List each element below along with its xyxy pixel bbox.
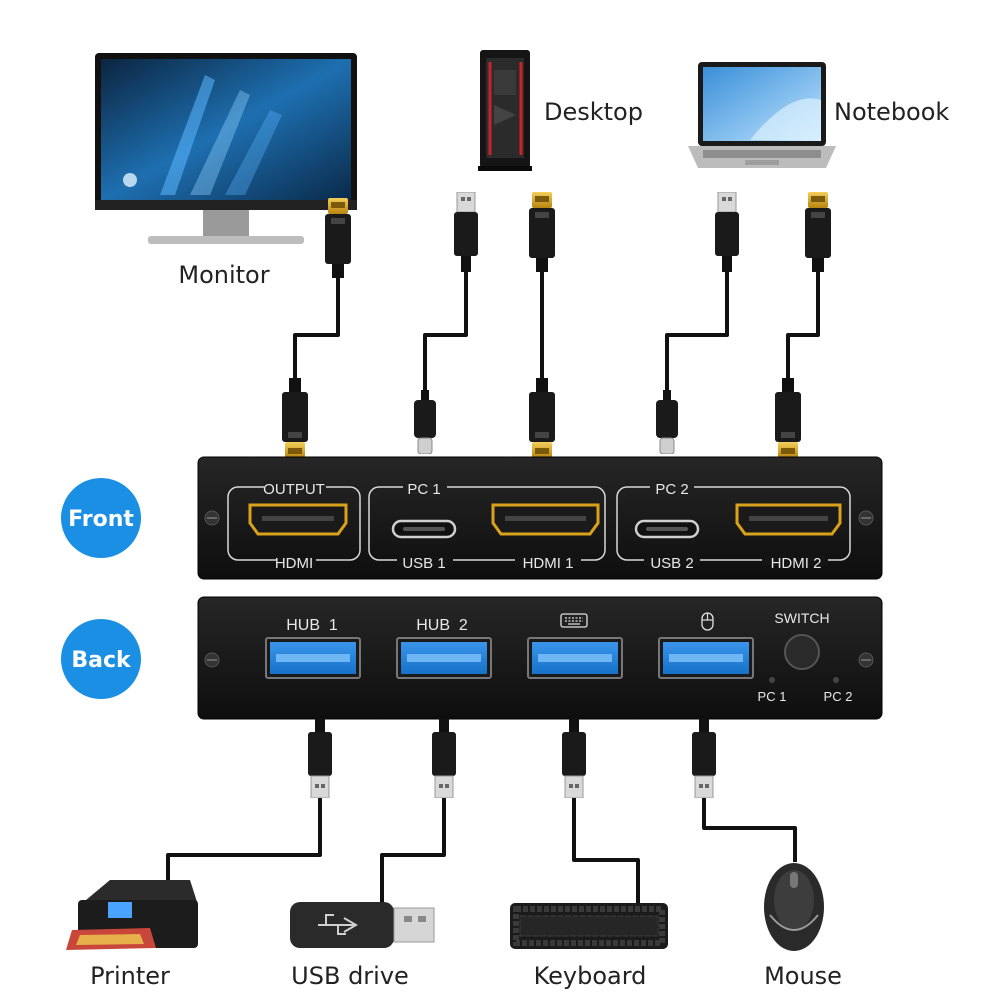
desktop-illustration xyxy=(478,50,532,171)
keyboard-usb-plug xyxy=(562,718,586,798)
mouse-cable xyxy=(702,795,797,862)
hub2-usb-port xyxy=(396,637,492,679)
notebook-hdmi-plug xyxy=(805,192,831,272)
monitor-hdmi-cable xyxy=(293,272,340,385)
cables xyxy=(166,262,820,915)
switch-button[interactable] xyxy=(784,634,820,670)
back-panel: HUB 1 HUB 2 xyxy=(197,596,883,720)
mouse-label: Mouse xyxy=(764,962,842,990)
keyboard-icon xyxy=(560,613,588,628)
pc1-hdmi-label: HDMI 1 xyxy=(523,555,574,572)
front-badge-label: Front xyxy=(68,507,134,532)
output-label: OUTPUT xyxy=(263,481,325,498)
front-badge: Front xyxy=(61,478,141,558)
back-badge: Back xyxy=(61,619,141,699)
led-pc1-label: PC 1 xyxy=(758,689,787,704)
usb1-typec-plug xyxy=(414,390,436,454)
mouse-icon xyxy=(701,612,714,631)
top-connectors xyxy=(282,192,831,458)
hub1-usb-port xyxy=(265,637,361,679)
usb-drive-illustration xyxy=(290,902,435,948)
hub1-label: HUB 1 xyxy=(286,617,338,634)
pc2-usb-label: USB 2 xyxy=(650,555,693,572)
printer-label: Printer xyxy=(90,962,170,990)
hdmi2-plug xyxy=(775,378,801,458)
notebook-label: Notebook xyxy=(834,98,949,126)
led-pc2-label: PC 2 xyxy=(824,689,853,704)
monitor-label: Monitor xyxy=(178,261,269,289)
usb-drive-label: USB drive xyxy=(291,962,409,990)
pc2-hdmi-label: HDMI 2 xyxy=(771,555,822,572)
output-hdmi-plug xyxy=(282,378,308,458)
usb2-typec-plug xyxy=(656,390,678,454)
printer-usb-cable xyxy=(166,795,322,885)
mouse-usb-port xyxy=(658,637,754,679)
notebook-usb-cable xyxy=(665,262,729,395)
desktop-usb-plug xyxy=(454,192,478,272)
desktop-usb-cable xyxy=(423,262,468,395)
notebook-usb-plug xyxy=(715,192,739,272)
usb-drive-plug xyxy=(432,718,456,798)
printer-illustration xyxy=(66,880,198,950)
keyboard-label: Keyboard xyxy=(534,962,647,990)
pc2-label: PC 2 xyxy=(655,481,688,498)
printer-usb-plug xyxy=(308,718,332,798)
notebook-hdmi-cable xyxy=(786,262,820,385)
mouse-illustration xyxy=(764,863,824,951)
hdmi1-plug xyxy=(529,378,555,458)
desktop-hdmi-plug xyxy=(529,192,555,272)
usb-drive-cable xyxy=(380,795,446,915)
keyboard-usb-port xyxy=(527,637,623,679)
desktop-label: Desktop xyxy=(544,98,643,126)
keyboard-illustration xyxy=(510,903,668,949)
switch-label: SWITCH xyxy=(774,610,829,626)
pc1-usb-label: USB 1 xyxy=(402,555,445,572)
hub2-label: HUB 2 xyxy=(416,617,468,634)
notebook-illustration xyxy=(688,62,836,168)
keyboard-cable xyxy=(572,795,640,905)
pc1-led-icon xyxy=(769,677,775,683)
monitor-illustration xyxy=(95,53,357,244)
output-port-label: HDMI xyxy=(275,555,313,572)
pc2-led-icon xyxy=(833,677,839,683)
mouse-usb-plug xyxy=(692,718,716,798)
bottom-connectors xyxy=(308,718,716,798)
front-panel: OUTPUT HDMI PC 1 USB 1 HDMI 1 PC 2 USB 2… xyxy=(197,456,883,580)
back-badge-label: Back xyxy=(71,648,132,673)
pc1-label: PC 1 xyxy=(407,481,440,498)
monitor-hdmi-plug xyxy=(325,198,351,278)
